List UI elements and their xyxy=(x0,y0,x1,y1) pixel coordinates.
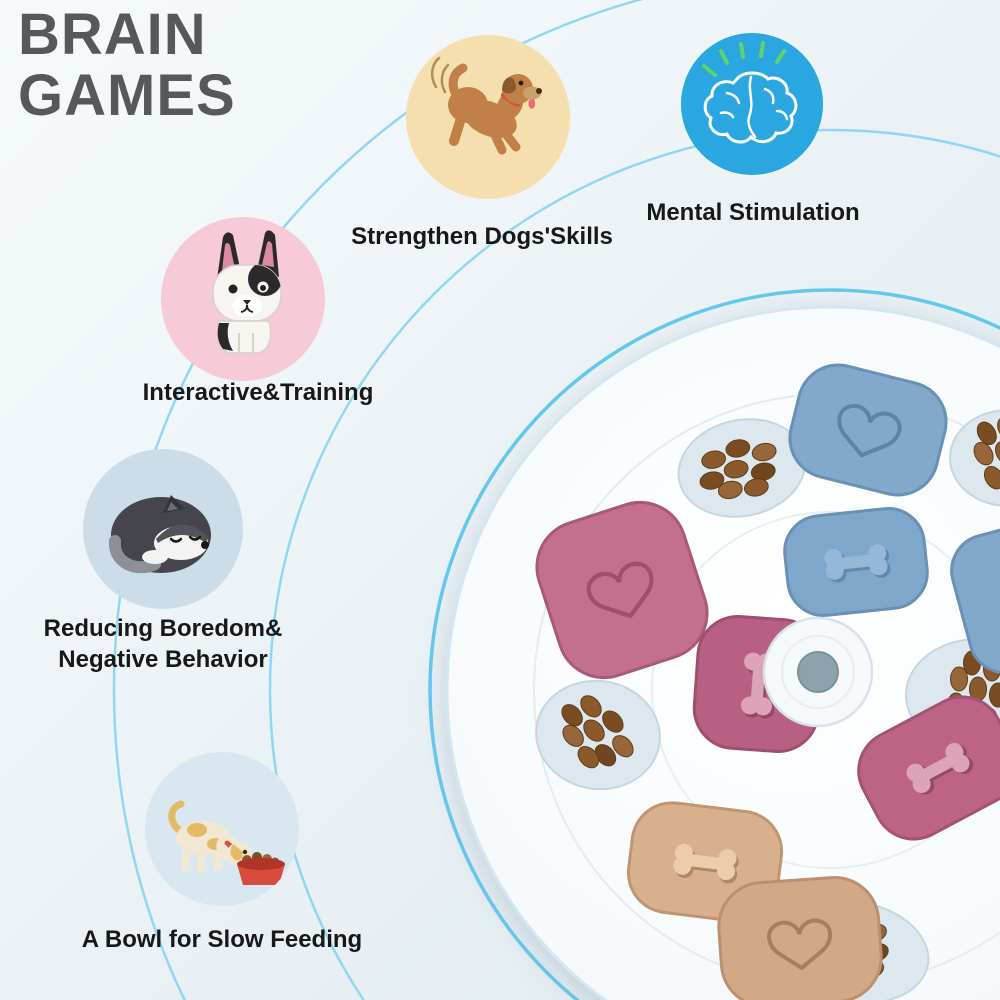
feature-circle-training xyxy=(161,217,325,381)
french-bulldog-icon xyxy=(212,230,282,354)
feature-label-boredom-line1: Reducing Boredom& xyxy=(43,615,283,642)
feature-circle-mental xyxy=(681,33,823,175)
feature-label-feeding: A Bowl for Slow Feeding xyxy=(81,926,363,953)
brain-icon xyxy=(702,41,798,144)
puzzle-piece-pink-heart xyxy=(535,500,709,680)
feature-label-mental: Mental Stimulation xyxy=(646,199,860,226)
playful-dog-icon xyxy=(430,56,542,155)
center-hub xyxy=(762,616,874,728)
feature-label-training: Interactive&Training xyxy=(142,379,374,406)
sleeping-husky-icon xyxy=(108,495,211,574)
page-title: BRAIN GAMES xyxy=(18,4,236,126)
puzzle-piece-pink-bone-right xyxy=(857,695,1000,841)
orbit-arcs xyxy=(112,0,1000,1000)
puzzle-piece-tan-heart xyxy=(717,876,883,1000)
puzzle-piece-blue-heart xyxy=(788,363,948,497)
title-line2: GAMES xyxy=(18,63,236,128)
puzzle-piece-blue-bone xyxy=(783,507,929,617)
feature-label-boredom-line2: Negative Behavior xyxy=(58,646,268,673)
feature-label-boredom: Reducing Boredom& Negative Behavior xyxy=(3,613,323,675)
feature-circle-skills xyxy=(406,35,570,199)
feature-label-skills: Strengthen Dogs'Skills xyxy=(351,223,613,250)
title-line1: BRAIN xyxy=(18,2,207,67)
dog-food-bowl-icon xyxy=(168,800,285,885)
puzzle-feeder-product xyxy=(428,288,1000,1000)
puzzle-piece-blue-partial xyxy=(950,526,1000,674)
tray-outer-ring xyxy=(428,288,1000,1000)
feature-circle-boredom xyxy=(83,449,243,609)
feature-circle-feeding xyxy=(145,752,299,906)
